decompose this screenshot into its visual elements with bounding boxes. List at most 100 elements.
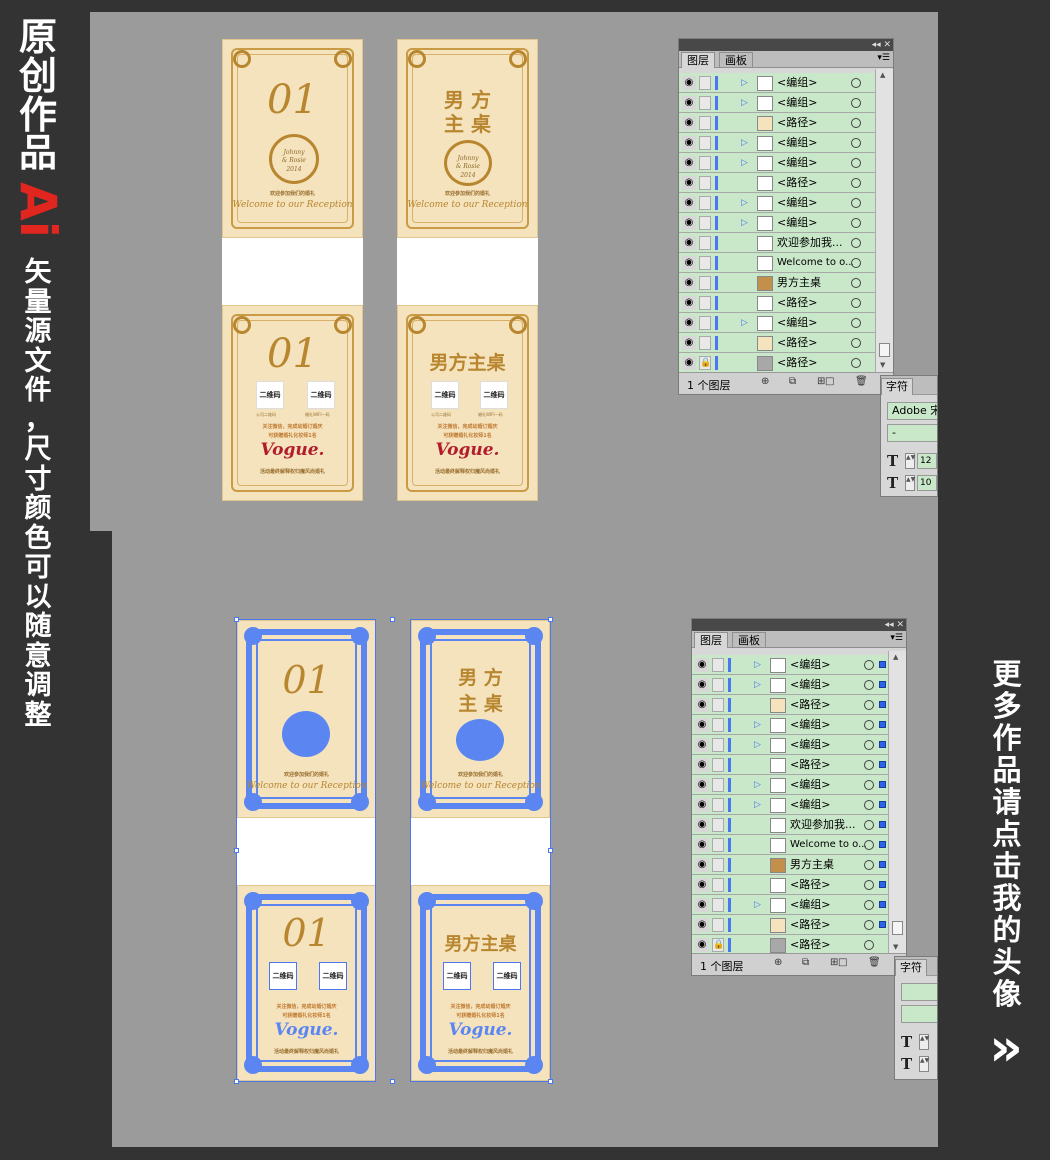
table-card-number-front[interactable]: 01 Johnny & Rosie 2014 欢迎参加我们的婚礼 Welcome…	[222, 39, 363, 238]
layer-name[interactable]: 男方主桌	[777, 276, 821, 289]
character-panel-bottom[interactable]: 字符 T ▲▼ T ▲▼	[894, 956, 938, 1080]
qr-code-right[interactable]: 二维码	[493, 962, 521, 990]
lock-toggle[interactable]	[699, 316, 711, 330]
tab-layers[interactable]: 图层	[694, 632, 728, 648]
selected-card-name-front[interactable]: 男 方 主 桌 欢迎参加我们的婚礼 Welcome to our Recepti…	[411, 620, 550, 818]
target-circle-icon[interactable]	[851, 78, 861, 88]
layers-scrollbar[interactable]: ▲ ▼	[888, 651, 906, 955]
layers-scrollbar[interactable]: ▲ ▼	[875, 69, 893, 373]
character-panel-top[interactable]: 字符 Adobe 宋 - T ▲▼ 12 T ▲▼ 10	[880, 375, 938, 497]
lock-toggle[interactable]	[712, 818, 724, 832]
layer-row[interactable]: ◉▷<编组>	[692, 735, 888, 755]
qr-code-left[interactable]: 二维码	[269, 962, 297, 990]
layer-name[interactable]: <编组>	[790, 798, 831, 811]
target-circle-icon[interactable]	[864, 920, 874, 930]
expand-triangle-icon[interactable]: ▷	[741, 318, 748, 328]
eye-icon[interactable]: ◉	[695, 778, 709, 792]
eye-icon[interactable]: ◉	[695, 698, 709, 712]
resize-handle[interactable]	[548, 617, 553, 622]
layer-name[interactable]: <路径>	[790, 878, 831, 891]
layer-row[interactable]: ◉🔒 <路径>	[692, 935, 888, 955]
target-circle-icon[interactable]	[851, 98, 861, 108]
target-circle-icon[interactable]	[864, 700, 874, 710]
target-circle-icon[interactable]	[864, 760, 874, 770]
selection-bounds-left[interactable]	[236, 619, 376, 1082]
eye-icon[interactable]: ◉	[682, 216, 696, 230]
eye-icon[interactable]: ◉	[682, 336, 696, 350]
layer-row[interactable]: ◉ <路径>	[679, 333, 875, 353]
layer-row[interactable]: ◉<路径>	[692, 875, 888, 895]
font-style-field[interactable]	[901, 1005, 937, 1023]
lock-toggle[interactable]	[712, 778, 724, 792]
lock-toggle[interactable]	[699, 276, 711, 290]
layer-name[interactable]: <路径>	[777, 356, 818, 369]
layer-row[interactable]: ◉<路径>	[679, 293, 875, 313]
eye-icon[interactable]: ◉	[682, 236, 696, 250]
clipping-mask-icon[interactable]: ⧉	[789, 376, 797, 387]
eye-icon[interactable]: ◉	[682, 356, 696, 370]
selection-indicator[interactable]	[879, 861, 886, 868]
selection-indicator[interactable]	[879, 761, 886, 768]
selection-indicator[interactable]	[879, 721, 886, 728]
eye-icon[interactable]: ◉	[682, 176, 696, 190]
resize-handle[interactable]	[390, 1079, 395, 1084]
eye-icon[interactable]: ◉	[682, 316, 696, 330]
target-circle-icon[interactable]	[851, 278, 861, 288]
lock-toggle[interactable]	[712, 698, 724, 712]
layer-row[interactable]: ◉▷<编组>	[692, 895, 888, 915]
target-circle-icon[interactable]	[864, 680, 874, 690]
collapse-close-icon[interactable]: ◂◂ ✕	[884, 620, 904, 630]
scroll-up-icon[interactable]: ▲	[880, 71, 886, 79]
layer-name[interactable]: <路径>	[777, 336, 818, 349]
lock-icon[interactable]: 🔒	[712, 938, 725, 952]
expand-triangle-icon[interactable]: ▷	[754, 780, 761, 790]
layer-name[interactable]: <编组>	[790, 678, 831, 691]
selection-indicator[interactable]	[879, 841, 886, 848]
target-circle-icon[interactable]	[864, 860, 874, 870]
lock-toggle[interactable]	[712, 838, 724, 852]
layer-name[interactable]: <编组>	[777, 216, 818, 229]
panel-titlebar[interactable]: ◂◂ ✕	[692, 619, 906, 631]
layer-name[interactable]: <路径>	[790, 938, 831, 951]
layer-name[interactable]: <路径>	[777, 176, 818, 189]
target-circle-icon[interactable]	[851, 338, 861, 348]
resize-handle[interactable]	[548, 848, 553, 853]
layer-row[interactable]: ◉<路径>	[692, 915, 888, 935]
lock-toggle[interactable]	[712, 718, 724, 732]
selection-indicator[interactable]	[879, 701, 886, 708]
target-circle-icon[interactable]	[864, 820, 874, 830]
lock-toggle[interactable]	[712, 918, 724, 932]
panel-titlebar[interactable]: ◂◂ ✕	[679, 39, 893, 51]
layer-row[interactable]: ◉ <路径>	[679, 113, 875, 133]
lock-toggle[interactable]	[712, 758, 724, 772]
eye-icon[interactable]: ◉	[682, 136, 696, 150]
lock-toggle[interactable]	[699, 116, 711, 130]
locate-object-icon[interactable]: ⊕	[761, 376, 770, 387]
layer-name[interactable]: Welcome to o...	[777, 257, 853, 268]
eye-icon[interactable]: ◉	[682, 296, 696, 310]
lock-icon[interactable]: 🔒	[699, 356, 712, 370]
selected-card-name-back[interactable]: 男方主桌 二维码 二维码 关注微信，完成幼婚订婚庆 可获赠婚礼化妆师1名 Vog…	[411, 885, 550, 1081]
layer-name[interactable]: 男方主桌	[790, 858, 834, 871]
font-family-field[interactable]: Adobe 宋	[887, 402, 937, 420]
target-circle-icon[interactable]	[851, 218, 861, 228]
tab-artboards[interactable]: 画板	[732, 632, 766, 648]
target-circle-icon[interactable]	[851, 318, 861, 328]
eye-icon[interactable]: ◉	[682, 96, 696, 110]
layer-row[interactable]: ◉▷<编组>	[679, 153, 875, 173]
layer-row[interactable]: ◉▷<编组>	[692, 675, 888, 695]
eye-icon[interactable]: ◉	[695, 938, 709, 952]
layer-name[interactable]: <路径>	[777, 116, 818, 129]
selection-indicator[interactable]	[879, 681, 886, 688]
layer-name[interactable]: <编组>	[777, 136, 818, 149]
right-banner-text[interactable]: 更 多 作 品 请 点 击 我 的 头 像	[985, 658, 1029, 1010]
new-sublayer-icon[interactable]: ⊞	[817, 376, 826, 387]
expand-triangle-icon[interactable]: ▷	[741, 78, 748, 88]
qr-code-left[interactable]: 二维码	[443, 962, 471, 990]
eye-icon[interactable]: ◉	[682, 116, 696, 130]
clipping-mask-icon[interactable]: ⧉	[802, 957, 810, 968]
resize-handle[interactable]	[234, 848, 239, 853]
eye-icon[interactable]: ◉	[695, 758, 709, 772]
new-layer-icon[interactable]: □	[838, 957, 848, 968]
selection-indicator[interactable]	[879, 741, 886, 748]
